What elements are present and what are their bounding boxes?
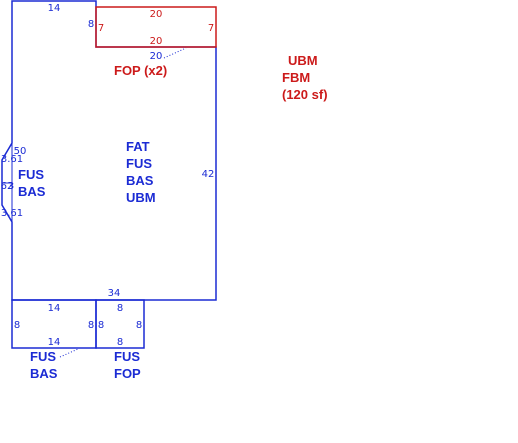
dim-porch-left: 7 <box>98 23 104 34</box>
dim-addon-right-right: 8 <box>136 320 142 331</box>
main-area-label-line: UBM <box>126 190 156 205</box>
dim-bay-top: 50 <box>14 146 27 157</box>
dim-main-bottom: 34 <box>108 288 121 299</box>
addon-right-label: FUS FOP <box>114 349 141 381</box>
bay-label-line: BAS <box>18 184 46 199</box>
main-area-label-line: FUS <box>126 156 152 171</box>
main-area-label-line: FAT <box>126 139 150 154</box>
addon-left-label-line: FUS <box>30 349 56 364</box>
dim-addon-left-top: 14 <box>48 303 61 314</box>
porch-leader-line <box>163 47 187 59</box>
detached-label-line: FBM <box>282 70 310 85</box>
dim-addon-right-bottom: 8 <box>117 337 123 348</box>
addon-right-outline <box>95 299 145 349</box>
bay-window-outline <box>2 143 13 222</box>
dim-bay-mid-right: 3 <box>8 181 14 192</box>
bay-label: FUS BAS <box>18 167 46 199</box>
addon-left-label-line: BAS <box>30 366 58 381</box>
dim-main-upper-right-top: 20 <box>150 51 163 62</box>
dim-bay-diag-bottom: 3.61 <box>1 208 23 219</box>
detached-label-line: (120 sf) <box>282 87 328 102</box>
dim-addon-left-left: 8 <box>14 320 20 331</box>
dim-addon-right-left: 8 <box>98 320 104 331</box>
main-area-walls <box>1 0 217 301</box>
addon-left-label: FUS BAS <box>30 349 58 381</box>
main-area-outline <box>1 0 217 301</box>
main-area-label-line: BAS <box>126 173 154 188</box>
dim-main-top: 14 <box>48 3 61 14</box>
dim-addon-left-right: 8 <box>88 320 94 331</box>
dim-main-notch: 8 <box>88 19 94 30</box>
main-area-label: FAT FUS BAS UBM <box>126 139 156 205</box>
addon-left-leader-line <box>59 348 79 358</box>
dim-bay-diag-top: 3.61 <box>1 154 23 165</box>
detached-label-line: UBM <box>288 53 318 68</box>
detached-area-label: UBM FBM (120 sf) <box>282 53 328 102</box>
dim-bay-mid-left: 62 <box>1 181 14 192</box>
porch-top-label: FOP (x2) <box>114 63 167 78</box>
dim-porch-right: 7 <box>208 23 214 34</box>
addon-right-label-line: FOP <box>114 366 141 381</box>
bay-label-line: FUS <box>18 167 44 182</box>
dim-porch-top: 20 <box>150 9 163 20</box>
dim-main-right: 42 <box>202 169 215 180</box>
porch-top-outline <box>95 6 217 48</box>
dim-addon-right-top: 8 <box>117 303 123 314</box>
addon-right-label-line: FUS <box>114 349 140 364</box>
dim-addon-left-bottom: 14 <box>48 337 61 348</box>
dim-porch-bottom: 20 <box>150 36 163 47</box>
